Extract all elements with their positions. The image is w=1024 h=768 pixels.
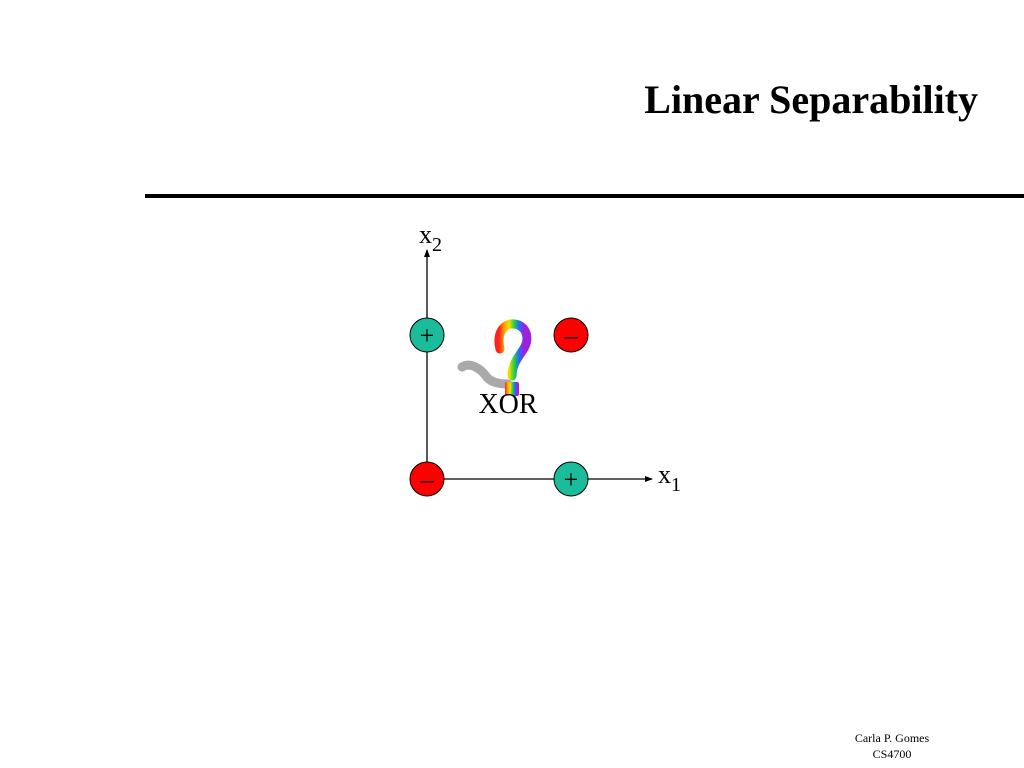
title-divider (145, 194, 1024, 198)
positive-point-0-1: + (409, 317, 445, 353)
point-symbol: – (420, 465, 435, 494)
point-symbol: – (564, 321, 579, 350)
footer-author: Carla P. Gomes (854, 731, 930, 745)
footer: Carla P. Gomes CS4700 (832, 730, 952, 762)
rainbow-question-mark-icon (457, 319, 532, 396)
point-marker (553, 317, 589, 353)
footer-course: CS4700 (872, 747, 912, 761)
point-marker (409, 317, 445, 353)
xor-caption: XOR (478, 389, 537, 420)
point-symbol: + (564, 465, 579, 494)
x1-axis-label: x1 (658, 460, 681, 496)
x2-axis-label: x2 (419, 220, 442, 256)
positive-point-1-0: + (553, 461, 589, 497)
slide-title: Linear Separability (644, 77, 978, 122)
point-marker (553, 461, 589, 497)
data-points: + – – + (409, 317, 589, 497)
negative-point-0-0: – (409, 461, 445, 497)
point-marker (409, 461, 445, 497)
point-symbol: + (420, 321, 435, 350)
negative-point-1-1: – (553, 317, 589, 353)
